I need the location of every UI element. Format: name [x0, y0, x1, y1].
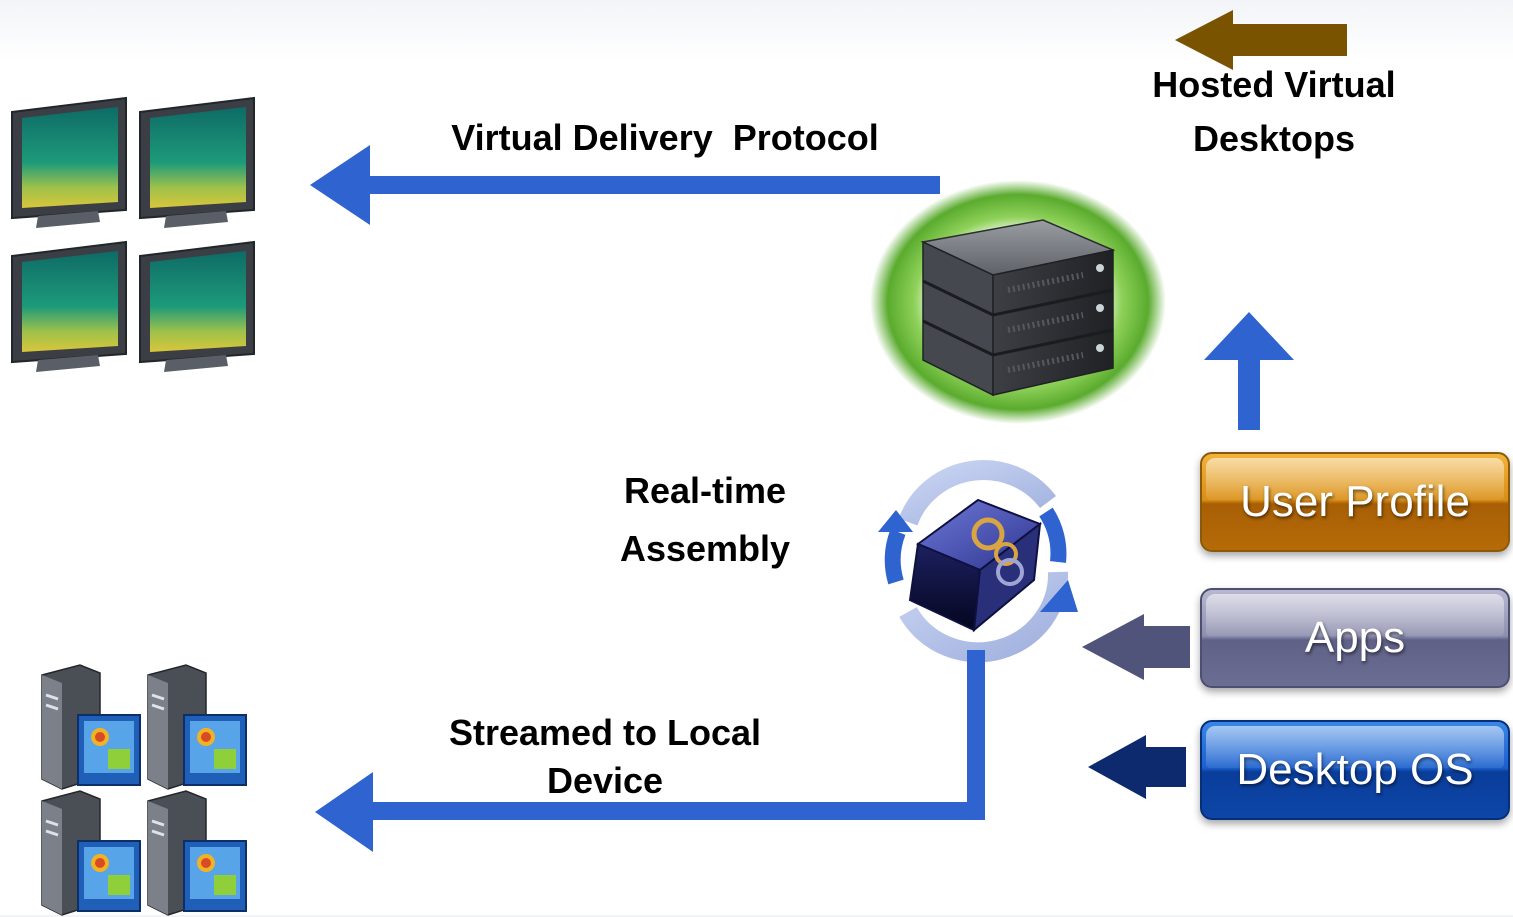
desktop-os-arrow	[1088, 735, 1186, 799]
user-profile-layer: User Profile	[1200, 452, 1510, 552]
monitor-icon	[11, 240, 127, 372]
streamed-line1: Streamed to Local	[448, 712, 762, 753]
desktop-pc-icon	[41, 790, 141, 916]
desktop-pc-icon	[41, 664, 141, 790]
local-desktop-pcs	[38, 664, 248, 916]
up-arrow	[1204, 312, 1294, 430]
monitor-icon	[139, 240, 255, 372]
apps-label: Apps	[1304, 613, 1406, 662]
server-rack-icon	[870, 180, 1166, 424]
streamed-arrow	[315, 650, 985, 852]
streamed-line2: Device	[546, 760, 664, 801]
desktop-os-label: Desktop OS	[1236, 745, 1474, 794]
real-time-assembly-label: Real-time Assembly	[590, 466, 820, 574]
apps-arrow	[1082, 614, 1190, 680]
monitor-icon	[11, 96, 127, 228]
legend-arrow-left	[1175, 10, 1347, 70]
streamed-to-local-device-label: Streamed to Local Device	[405, 708, 805, 806]
monitor-icon	[139, 96, 255, 228]
real-time-line1: Real-time	[623, 470, 787, 511]
hosted-label-line1: Hosted Virtual	[1152, 64, 1396, 105]
virtual-delivery-protocol-label: Virtual Delivery Protocol	[451, 117, 879, 158]
rotating-gear-cube-icon	[878, 460, 1078, 663]
user-profile-label: User Profile	[1240, 477, 1470, 526]
desktop-pc-icon	[147, 664, 247, 790]
hosted-virtual-desktops-label: Hosted Virtual Desktops	[1115, 60, 1433, 164]
hosted-label-line2: Desktops	[1192, 118, 1356, 159]
vdp-arrow	[310, 145, 940, 225]
desktop-pc-icon	[147, 790, 247, 916]
real-time-line2: Assembly	[619, 528, 791, 569]
virtual-desktop-monitors	[8, 96, 258, 376]
desktop-os-layer: Desktop OS	[1200, 720, 1510, 820]
apps-layer: Apps	[1200, 588, 1510, 688]
